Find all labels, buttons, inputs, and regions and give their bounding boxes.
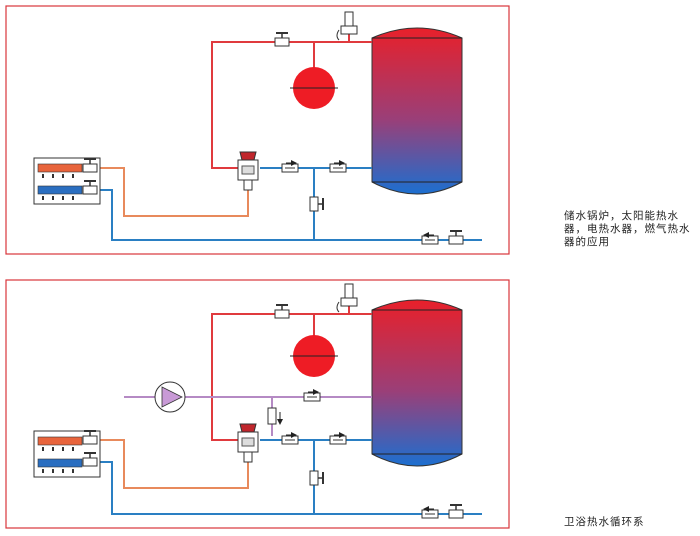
check-valve-icon: [303, 389, 321, 402]
thermostatic-mixing-valve-icon: [237, 423, 259, 463]
ball-valve-icon: [309, 470, 324, 486]
ball-valve-icon: [448, 504, 464, 519]
hot-water-pipe: [211, 30, 372, 169]
bottom-caption: 卫浴热水循环系: [564, 516, 645, 528]
check-valve-icon: [281, 160, 299, 173]
check-valve-icon: [421, 232, 439, 245]
check-valve-icon: [329, 160, 347, 173]
top-panel: [5, 5, 510, 255]
circulation-pump-icon: [154, 381, 186, 413]
mixed-water-pipe: [100, 167, 249, 217]
water-tank-icon: [371, 299, 463, 467]
check-valve-icon: [329, 432, 347, 445]
ball-valve-icon: [309, 196, 324, 212]
top-caption: 储水锅炉，太阳能热水器，电热水器，燃气热水器的应用: [564, 210, 691, 248]
hot-water-pipe: [211, 302, 372, 441]
manifold-icon: [33, 430, 101, 478]
water-tank-icon: [371, 27, 463, 195]
safety-valve-icon: [336, 283, 358, 313]
thermostatic-mixing-valve-icon: [237, 151, 259, 191]
check-valve-icon: [281, 432, 299, 445]
ball-valve-icon: [274, 304, 290, 319]
safety-valve-icon: [336, 11, 358, 41]
top-frame: [5, 5, 510, 255]
mixed-water-pipe: [100, 439, 249, 489]
bottom-frame: [5, 279, 510, 529]
manifold-icon: [33, 157, 101, 205]
ball-valve-icon: [448, 230, 464, 245]
expansion-vessel-icon: [290, 335, 338, 377]
ball-valve-icon: [274, 32, 290, 47]
bottom-panel: [5, 279, 510, 529]
expansion-vessel-icon: [290, 67, 338, 109]
check-valve-icon: [421, 506, 439, 519]
check-valve-icon: [267, 407, 283, 425]
